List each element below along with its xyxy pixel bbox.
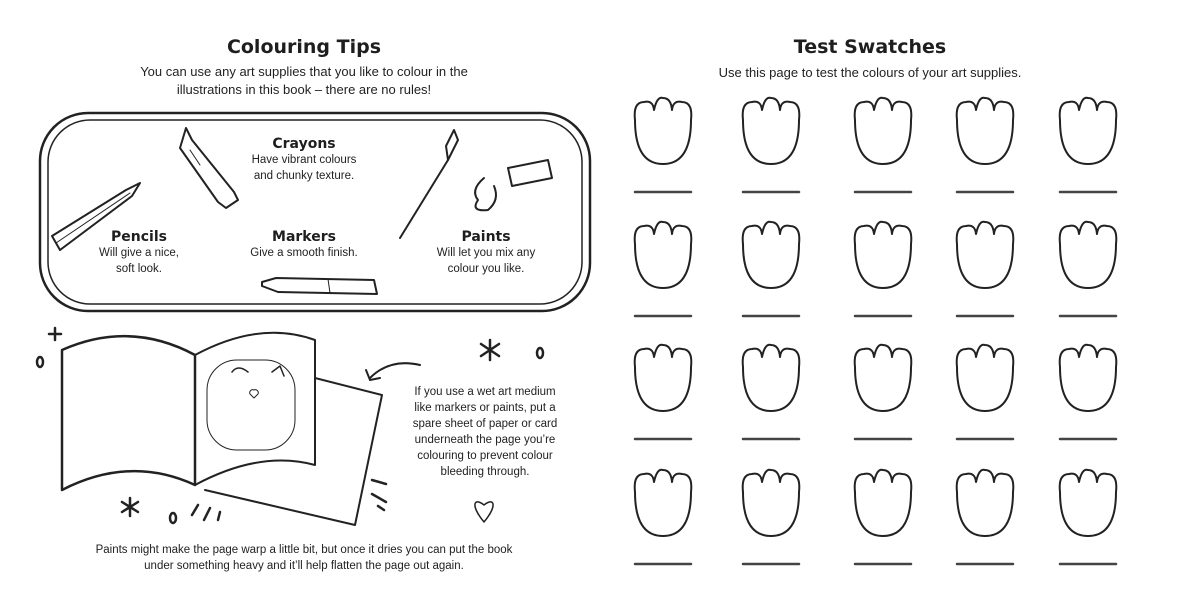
swatch-shape — [1058, 96, 1118, 165]
supply-name: Markers — [272, 229, 336, 245]
intro-line: illustrations in this book – there are n… — [176, 82, 432, 97]
supply-desc: colour you like. — [447, 263, 525, 275]
swatch-shape — [633, 343, 693, 412]
supply-name: Crayons — [272, 136, 336, 152]
supply-markers: Markers Give a smooth finish. — [224, 229, 384, 261]
supplies-frame — [38, 111, 592, 313]
crayon-icon — [179, 127, 239, 209]
swatch-shape — [633, 468, 693, 537]
swatch-shape — [1058, 343, 1118, 412]
decorations — [35, 326, 545, 525]
supply-name: Paints — [461, 229, 511, 245]
swatches-subtitle: Use this page to test the colours of you… — [718, 65, 1022, 80]
tip-line: like markers or paints, put a — [414, 402, 556, 414]
swatches-title: Test Swatches — [793, 36, 947, 58]
marker-icon — [261, 277, 378, 295]
tip-line: colouring to prevent colour — [417, 450, 553, 462]
swatch-shape — [853, 220, 913, 289]
swatch-shape — [955, 220, 1015, 289]
open-book-illustration — [60, 331, 383, 526]
swatch-shape — [853, 343, 913, 412]
wet-medium-tip: If you use a wet art medium like markers… — [400, 384, 570, 480]
tip-line: If you use a wet art medium — [414, 386, 556, 398]
swatch-shape — [741, 220, 801, 289]
swatch-shape — [955, 96, 1015, 165]
swatch-shape — [1058, 468, 1118, 537]
swatch-shape — [633, 96, 693, 165]
tip-line: spare sheet of paper or card — [412, 418, 558, 430]
swatch-shape — [1058, 220, 1118, 289]
arrow-icon — [365, 362, 421, 381]
supply-paints: Paints Will let you mix any colour you l… — [411, 229, 561, 277]
intro-line: You can use any art supplies that you li… — [140, 64, 468, 79]
footer-line: under something heavy and it’ll help fla… — [144, 560, 464, 572]
intro-text: You can use any art supplies that you li… — [0, 63, 608, 99]
footer-note: Paints might make the page warp a little… — [0, 542, 608, 574]
swatch-shape — [955, 468, 1015, 537]
swatch-shape — [955, 343, 1015, 412]
supply-desc: Will let you mix any — [436, 247, 536, 259]
swatch-shape — [633, 220, 693, 289]
supply-desc: soft look. — [115, 263, 163, 275]
swatch-shape — [853, 468, 913, 537]
pencil-icon — [51, 182, 141, 251]
supply-desc: Give a smooth finish. — [250, 247, 358, 259]
page-title: Colouring Tips — [226, 36, 382, 58]
supply-crayons: Crayons Have vibrant colours and chunky … — [224, 136, 384, 184]
supply-name: Pencils — [111, 229, 167, 245]
paint-tube-icon — [474, 159, 553, 212]
swatch-shape — [741, 343, 801, 412]
tip-line: bleeding through. — [440, 466, 530, 478]
swatch-shape — [853, 96, 913, 165]
swatch-shape — [741, 96, 801, 165]
swatch-shape — [741, 468, 801, 537]
paintbrush-icon — [399, 129, 459, 239]
tip-line: underneath the page you’re — [414, 434, 556, 446]
footer-line: Paints might make the page warp a little… — [95, 544, 513, 556]
supply-pencils: Pencils Will give a nice, soft look. — [69, 229, 209, 277]
supply-desc: and chunky texture. — [253, 170, 355, 182]
supply-desc: Have vibrant colours — [251, 154, 357, 166]
swatch-grid — [633, 96, 1118, 566]
supply-desc: Will give a nice, — [99, 247, 179, 259]
